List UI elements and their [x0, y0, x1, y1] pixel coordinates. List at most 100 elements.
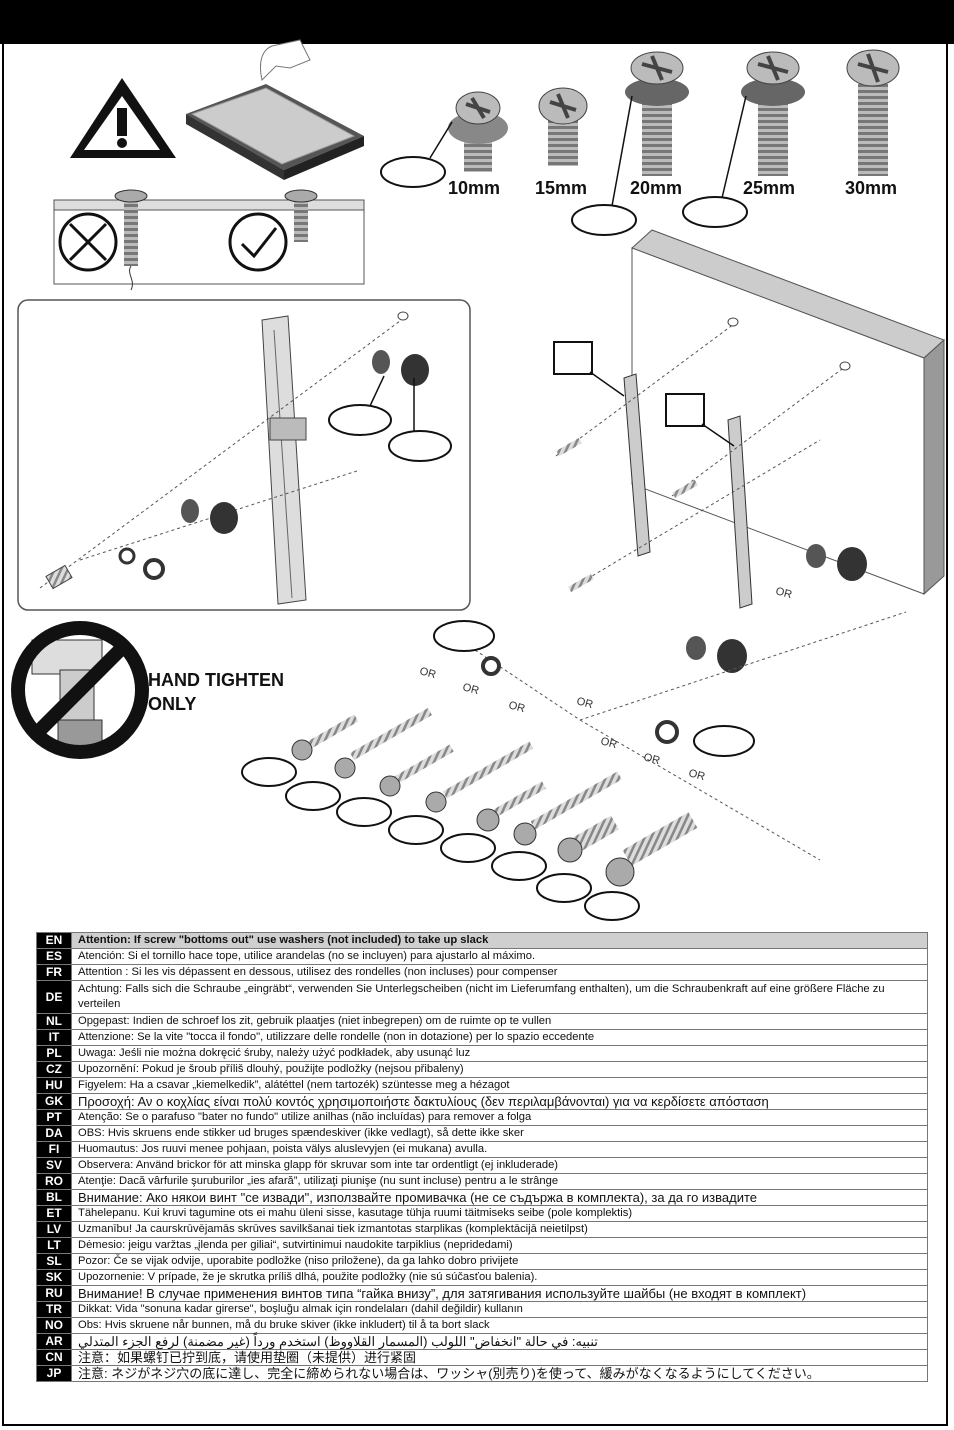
language-code: AR	[36, 1333, 72, 1350]
installation-illustration: OR OR OR OR OR OR OR OR	[11, 39, 945, 921]
language-text: OBS: Hvis skruens ende stikker ud bruges…	[71, 1125, 928, 1142]
language-code: PT	[36, 1109, 72, 1126]
callout-ellipses-top	[380, 156, 748, 236]
language-code: SV	[36, 1157, 72, 1174]
screw-30mm	[846, 49, 900, 176]
bolt-5	[476, 781, 546, 832]
bolt-4	[425, 741, 534, 813]
language-text: Attention: If screw "bottoms out" use wa…	[71, 932, 928, 949]
language-text: Attention : Si les vis dépassent en dess…	[71, 964, 928, 981]
language-code: LV	[36, 1221, 72, 1238]
language-text: Tähelepanu. Kui kruvi tagumine ots ei ma…	[71, 1205, 928, 1222]
language-code: HU	[36, 1077, 72, 1094]
language-text: Huomautus: Jos ruuvi menee pohjaan, pois…	[71, 1141, 928, 1158]
bolt-7	[557, 815, 619, 863]
language-text: Observera: Använd brickor för att minska…	[71, 1157, 928, 1174]
callout-ellipses-bolts	[241, 620, 755, 921]
screw-15mm	[538, 87, 588, 166]
language-text: Opgepast: Indien de schroef los zit, geb…	[71, 1013, 928, 1030]
language-code: DE	[36, 980, 72, 1014]
or-label: OR	[507, 699, 526, 715]
language-code: FR	[36, 964, 72, 981]
screw-10mm	[448, 91, 508, 172]
language-text: Obs: Hvis skruene når bunnen, må du bruk…	[71, 1317, 928, 1334]
language-code: NL	[36, 1013, 72, 1030]
language-code: NO	[36, 1317, 72, 1334]
bolt-options	[291, 611, 907, 887]
warning-icon	[70, 78, 176, 158]
or-label: OR	[642, 751, 661, 767]
language-code: PL	[36, 1045, 72, 1062]
language-text: Внимание: Ако някои винт "се извади", из…	[71, 1189, 928, 1206]
bolt-2	[334, 708, 432, 779]
hand-tighten-line1: HAND TIGHTEN	[148, 670, 284, 690]
screw-depth-comparison	[53, 189, 365, 291]
language-code: DA	[36, 1125, 72, 1142]
wall-mount-illustration	[553, 229, 945, 673]
screw-20mm	[625, 51, 689, 176]
language-code: RU	[36, 1285, 72, 1302]
or-label: OR	[774, 585, 793, 601]
language-code: ET	[36, 1205, 72, 1222]
checkmark-icon	[228, 212, 288, 272]
page-frame	[2, 44, 948, 1426]
or-label: OR	[575, 695, 594, 711]
language-text: Attenzione: Se la vite "tocca il fondo",…	[71, 1029, 928, 1046]
header-bar	[0, 0, 954, 44]
language-text: 注意：如果螺钉已拧到底，请使用垫圈（未提供）进行紧固	[71, 1349, 928, 1366]
detail-panel	[17, 299, 471, 611]
hand-tighten-line2: ONLY	[148, 694, 197, 714]
language-code: CZ	[36, 1061, 72, 1078]
language-text: 注意: ネジがネジ穴の底に達し、完全に締められない場合は、ワッシャ(別売り)を使…	[71, 1365, 928, 1382]
bolt-6	[513, 771, 622, 846]
no-power-drill-icon	[11, 621, 149, 759]
language-code: SK	[36, 1269, 72, 1286]
bolt-8	[605, 812, 698, 887]
language-code: GK	[36, 1093, 72, 1110]
language-text: Upozornenie: V prípade, že je skrutka pr…	[71, 1269, 928, 1286]
wrong-icon	[58, 212, 118, 272]
language-code: ES	[36, 948, 72, 965]
language-text: Προσοχή: Αν ο κοχλίας είναι πολύ κοντός …	[71, 1093, 928, 1110]
language-code: LT	[36, 1237, 72, 1254]
language-text: Uwaga: Jeśli nie można dokręcić śruby, n…	[71, 1045, 928, 1062]
language-text: Atenção: Se o parafuso "bater no fundo" …	[71, 1109, 928, 1126]
language-text: تنبيه: في حالة "انخفاض" اللولب (المسمار …	[71, 1333, 928, 1350]
screw-25mm	[741, 51, 805, 176]
language-text: Dėmesio: jeigu varžtas „įlenda per gilia…	[71, 1237, 928, 1254]
size-label-20mm: 20mm	[630, 178, 683, 198]
or-labels: OR OR OR OR OR OR OR OR	[418, 585, 793, 783]
language-code: TR	[36, 1301, 72, 1318]
language-text: Dikkat: Vida "sonuna kadar girerse", boş…	[71, 1301, 928, 1318]
hand-tighten-note: HAND TIGHTEN ONLY	[148, 668, 284, 716]
bolt-3	[379, 744, 454, 797]
tv-panel-illustration	[186, 39, 364, 180]
language-text: Atenţie: Dacă vârfurile şuruburilor „ies…	[71, 1173, 928, 1190]
language-code: SL	[36, 1253, 72, 1270]
language-text: Atención: Si el tornillo hace tope, util…	[71, 948, 928, 965]
language-code: RO	[36, 1173, 72, 1190]
language-text: Uzmanību! Ja caurskrūvējamās skrūves sav…	[71, 1221, 928, 1238]
language-code: IT	[36, 1029, 72, 1046]
